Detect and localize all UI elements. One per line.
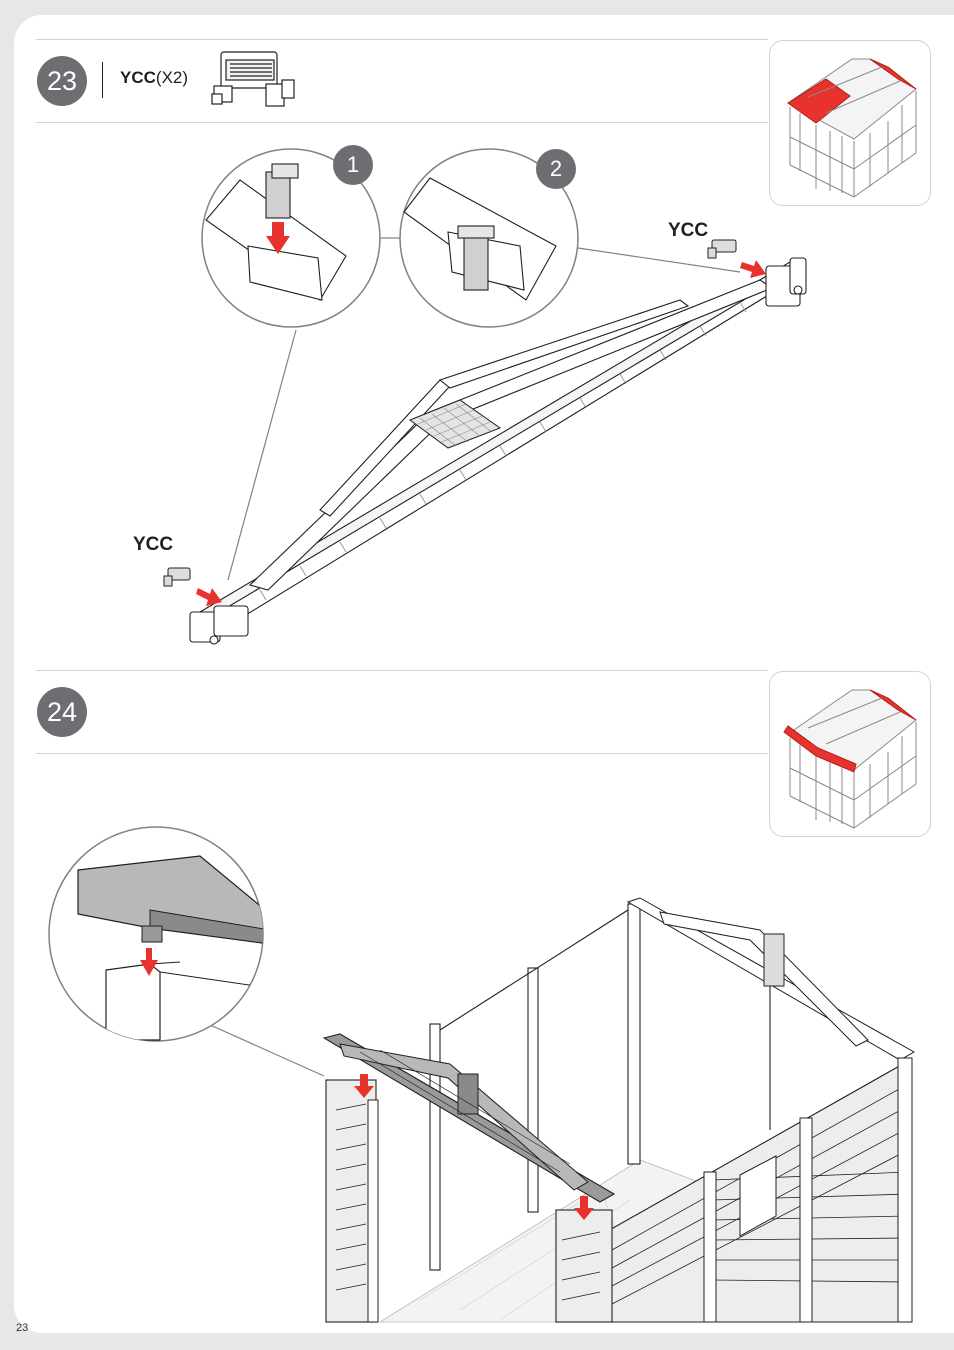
front-left-panel (326, 1080, 378, 1322)
page-number: 23 (16, 1322, 28, 1334)
front-right-panel (556, 1210, 612, 1322)
